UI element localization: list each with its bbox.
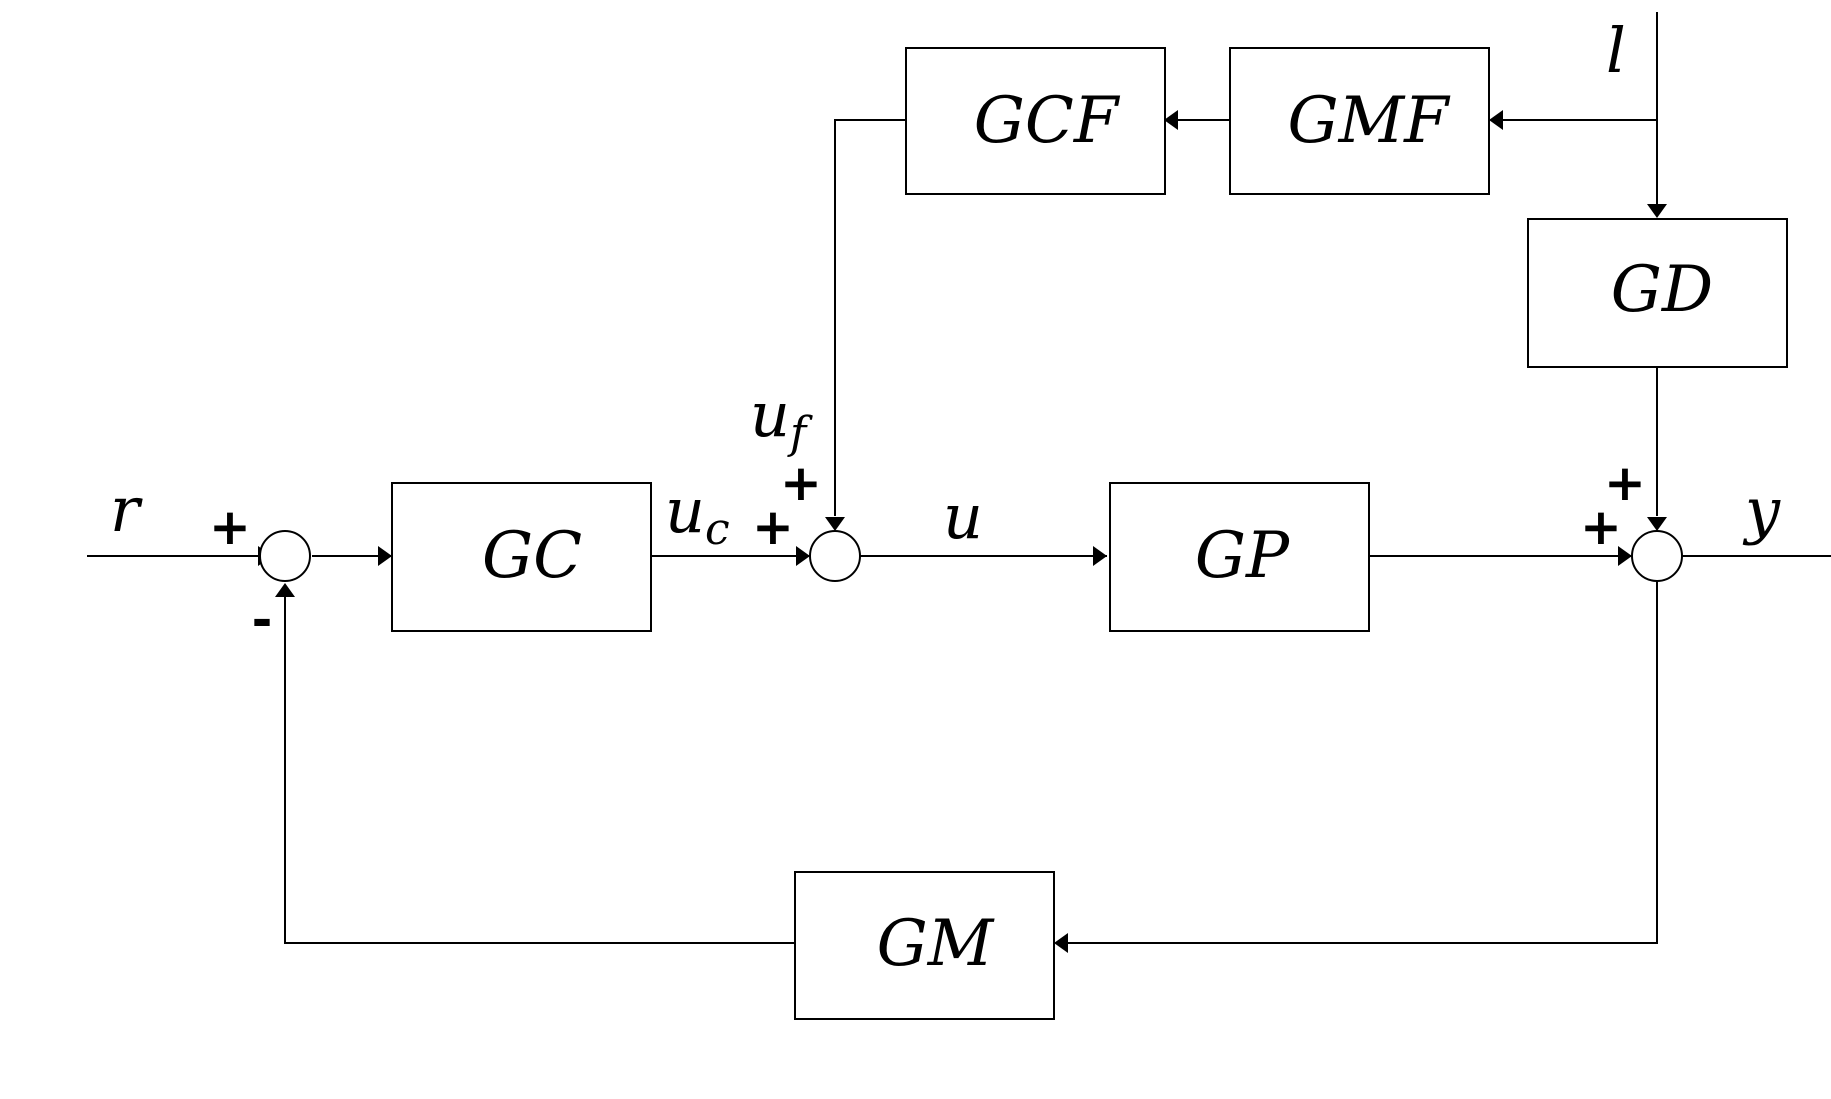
block-gd-label: GD bbox=[1611, 253, 1713, 327]
arrowhead-into-sum3 bbox=[1618, 546, 1632, 566]
arrowhead-into-gc bbox=[378, 546, 392, 566]
block-gmf: GMF bbox=[1229, 47, 1490, 195]
signal-uf-base: u bbox=[750, 378, 790, 451]
summing-junction-3 bbox=[1631, 530, 1683, 582]
sum2-sign-left: + bbox=[752, 498, 794, 556]
arrowhead-into-sum2 bbox=[796, 546, 810, 566]
wire-feedback-to-gm bbox=[1068, 581, 1658, 944]
arrowhead-sum2-top bbox=[825, 517, 845, 531]
summing-junction-2 bbox=[809, 530, 861, 582]
wire-gm-to-sum1 bbox=[284, 590, 795, 944]
arrowhead-into-gmf bbox=[1489, 110, 1503, 130]
signal-r-label: r bbox=[110, 473, 143, 546]
sum1-sign-left: + bbox=[209, 498, 251, 556]
block-gm-label: GM bbox=[877, 907, 995, 981]
summing-junction-1 bbox=[259, 530, 311, 582]
wire-gcf-to-sum2 bbox=[834, 119, 906, 516]
sum2-sign-top: + bbox=[780, 454, 822, 512]
block-gcf-label: GCF bbox=[974, 84, 1121, 158]
arrowhead-into-gd bbox=[1647, 204, 1667, 218]
block-gmf-label: GMF bbox=[1287, 84, 1451, 158]
signal-uc-label: uc bbox=[665, 474, 730, 555]
arrowhead-sum1-bottom bbox=[275, 583, 295, 597]
block-gcf: GCF bbox=[905, 47, 1166, 195]
signal-uf-subscript: f bbox=[787, 408, 813, 459]
signal-uc-base: u bbox=[665, 474, 705, 547]
block-gc: GC bbox=[391, 482, 652, 632]
sum3-sign-left: + bbox=[1580, 498, 1622, 556]
block-gm: GM bbox=[794, 871, 1055, 1020]
signal-uc-subscript: c bbox=[705, 504, 730, 555]
sum3-sign-top: + bbox=[1604, 454, 1646, 512]
signal-l-label: l bbox=[1606, 14, 1626, 87]
arrowhead-sum3-top bbox=[1647, 517, 1667, 531]
signal-uf-label: uf bbox=[750, 378, 813, 459]
block-gd: GD bbox=[1527, 218, 1788, 368]
arrowhead-into-gm bbox=[1054, 933, 1068, 953]
signal-u-label: u bbox=[943, 480, 983, 553]
sum1-sign-bottom: - bbox=[252, 591, 273, 649]
arrowhead-into-gp bbox=[1093, 546, 1107, 566]
block-gp: GP bbox=[1109, 482, 1370, 632]
arrowhead-into-gcf bbox=[1164, 110, 1178, 130]
block-gc-label: GC bbox=[482, 519, 582, 593]
block-gp-label: GP bbox=[1195, 519, 1290, 593]
signal-y-label: y bbox=[1742, 474, 1781, 547]
